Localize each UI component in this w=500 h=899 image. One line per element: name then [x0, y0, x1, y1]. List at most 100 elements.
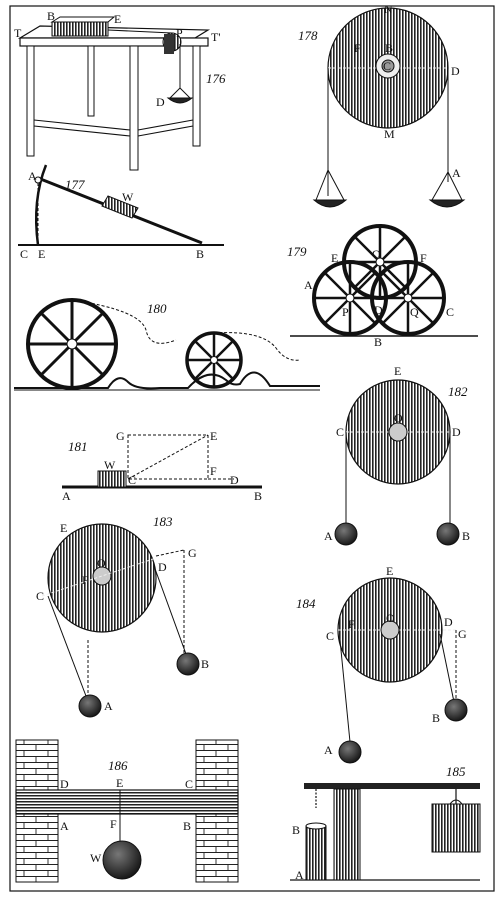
label-D: D [374, 303, 383, 317]
label-O: O [97, 556, 106, 570]
label-A: A [324, 743, 333, 757]
label-F: F [348, 617, 355, 631]
label-F: F [420, 251, 427, 265]
figure-185: B A 185 [290, 764, 481, 882]
label-C: C [36, 589, 44, 603]
label-F: F [354, 41, 361, 55]
label-O: O [394, 411, 403, 425]
ball-A [78, 694, 102, 718]
ball-B [444, 698, 468, 722]
figure-176: T B E P T' D 176 [14, 9, 226, 171]
ball-B [176, 652, 200, 676]
weight-block [101, 195, 139, 219]
figure-180: 180 [14, 298, 320, 391]
label-G: G [458, 627, 467, 641]
label-N: N [384, 2, 393, 16]
label-D: D [158, 560, 167, 574]
weight-left [305, 825, 327, 881]
scale-pan [166, 97, 194, 104]
wheel-hub [92, 566, 112, 586]
label-A: A [60, 819, 69, 833]
large-spoked-wheel [26, 298, 118, 390]
label-D: D [451, 64, 460, 78]
label-A: A [304, 278, 313, 292]
ball-right [436, 522, 460, 546]
beam [15, 789, 239, 815]
label-A: A [324, 529, 333, 543]
label-E: E [60, 521, 67, 535]
label-M: M [384, 127, 395, 141]
label-E: E [38, 247, 45, 261]
label-B: B [385, 41, 393, 55]
wheel-hub [388, 422, 408, 442]
ball-left [334, 522, 358, 546]
label-B: B [183, 819, 191, 833]
label-B: B [292, 823, 300, 837]
figure-number: 176 [206, 71, 226, 86]
label-B: B [432, 711, 440, 725]
box-on-table [51, 21, 109, 37]
figure-number: 178 [298, 28, 318, 43]
label-F: F [82, 573, 89, 587]
label-W: W [122, 190, 134, 204]
crossbar [304, 783, 480, 789]
table-leg [26, 45, 35, 157]
label-T: T [14, 26, 22, 40]
wheel-hub [380, 620, 400, 640]
label-B: B [462, 529, 470, 543]
label-C: C [383, 59, 391, 73]
figure-178: N F B C D M A 178 [298, 2, 466, 208]
weight-right [431, 803, 481, 853]
label-E: E [394, 364, 401, 378]
label-G: G [188, 546, 197, 560]
figure-number: 185 [446, 764, 466, 779]
label-W: W [104, 458, 116, 472]
label-A: A [62, 489, 71, 503]
figure-number: 183 [153, 514, 173, 529]
label-F: F [110, 817, 117, 831]
figure-number: 186 [108, 758, 128, 773]
label-B: B [47, 9, 55, 23]
scale-pan-right [428, 199, 466, 208]
label-A: A [295, 868, 304, 882]
label-E: E [210, 429, 217, 443]
label-O: O [372, 247, 381, 261]
plate-border [9, 5, 495, 892]
label-G: G [116, 429, 125, 443]
weight-block [97, 470, 127, 488]
figure-number: 180 [147, 301, 167, 316]
label-A: A [28, 169, 37, 183]
label-C: C [446, 305, 454, 319]
label-B: B [196, 247, 204, 261]
central-pillar [333, 788, 361, 881]
label-A: A [452, 166, 461, 180]
label-B: B [254, 489, 262, 503]
figure-183: E O F D G C B A 183 [36, 514, 209, 718]
label-C: C [20, 247, 28, 261]
figure-number: 184 [296, 596, 316, 611]
ball-A [338, 740, 362, 764]
label-D: D [230, 473, 239, 487]
spoked-wheel-right [370, 260, 446, 336]
label-D: D [60, 777, 69, 791]
figure-181: G E W C F D A B 181 [62, 429, 262, 503]
label-D: D [156, 95, 165, 109]
label-C: C [336, 425, 344, 439]
label-C: C [185, 777, 193, 791]
label-D: D [452, 425, 461, 439]
figure-number: 179 [287, 244, 307, 259]
label-E: E [116, 776, 123, 790]
force-parallelogram [127, 434, 209, 480]
label-E: E [386, 564, 393, 578]
label-Q: Q [410, 305, 419, 319]
label-T-prime: T' [211, 30, 221, 44]
label-C: C [128, 473, 136, 487]
label-W: W [90, 851, 102, 865]
figure-number: 177 [65, 177, 85, 192]
label-B: B [374, 335, 382, 349]
label-F: F [210, 464, 217, 478]
figure-184: E O F C D G B A 184 [296, 564, 468, 764]
label-C: C [326, 629, 334, 643]
figure-186: 186 E D C A B F W [15, 739, 239, 883]
